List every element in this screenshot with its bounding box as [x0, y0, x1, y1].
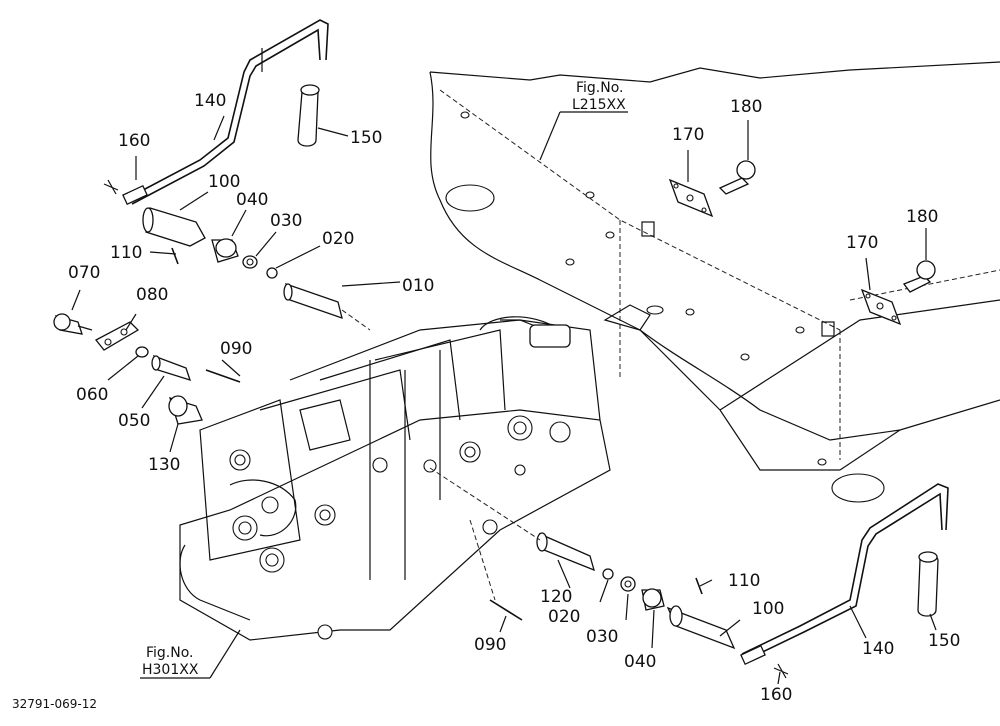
label-160-bottom: 160 [760, 685, 792, 705]
label-060: 060 [76, 385, 108, 405]
label-180-right: 180 [906, 207, 938, 227]
fig-ref-frame-line2: L215XX [572, 97, 626, 113]
label-080: 080 [136, 285, 168, 305]
leader-lines [71, 111, 937, 685]
label-120: 120 [540, 587, 572, 607]
label-160-top: 160 [118, 131, 150, 151]
drawing-id: 32791-069-12 [12, 697, 97, 711]
fig-ref-frame-line1: Fig.No. [576, 80, 624, 96]
fig-ref-valve-line1: Fig.No. [146, 645, 194, 661]
pipe-140-bottom [740, 483, 949, 666]
label-030-bottom: 030 [586, 627, 618, 647]
fig-ref-valve: Fig.No. H301XX [142, 645, 199, 678]
label-040-top: 040 [236, 190, 268, 210]
label-140-bottom: 140 [862, 639, 894, 659]
fig-ref-frame: Fig.No. L215XX [572, 80, 626, 113]
part-labels: 010 020 030 040 100 110 140 150 160 070 … [68, 91, 960, 705]
label-090-top: 090 [220, 339, 252, 359]
fig-ref-valve-line2: H301XX [142, 662, 199, 678]
label-030-top: 030 [270, 211, 302, 231]
label-150-top: 150 [350, 128, 382, 148]
label-090-bottom: 090 [474, 635, 506, 655]
label-070: 070 [68, 263, 100, 283]
label-140-top: 140 [194, 91, 226, 111]
bottom-spool-group [429, 467, 736, 650]
pipe-140-top [122, 19, 329, 206]
frame-outline [429, 61, 1000, 503]
label-040-bottom: 040 [624, 652, 656, 672]
label-150-bottom: 150 [928, 631, 960, 651]
label-100-top: 100 [208, 172, 240, 192]
label-110-bottom: 110 [728, 571, 760, 591]
top-spool-group [142, 207, 371, 331]
cotter-pins [103, 179, 789, 679]
label-050: 050 [118, 411, 150, 431]
label-170-top: 170 [672, 125, 704, 145]
label-180-top: 180 [730, 97, 762, 117]
label-110-top: 110 [110, 243, 142, 263]
label-020-bottom: 020 [548, 607, 580, 627]
label-020-top: 020 [322, 229, 354, 249]
label-100-bottom: 100 [752, 599, 784, 619]
left-fitting-group [53, 313, 241, 425]
label-170-right: 170 [846, 233, 878, 253]
label-010: 010 [402, 276, 434, 296]
label-130: 130 [148, 455, 180, 475]
bracket-plates [668, 160, 936, 326]
